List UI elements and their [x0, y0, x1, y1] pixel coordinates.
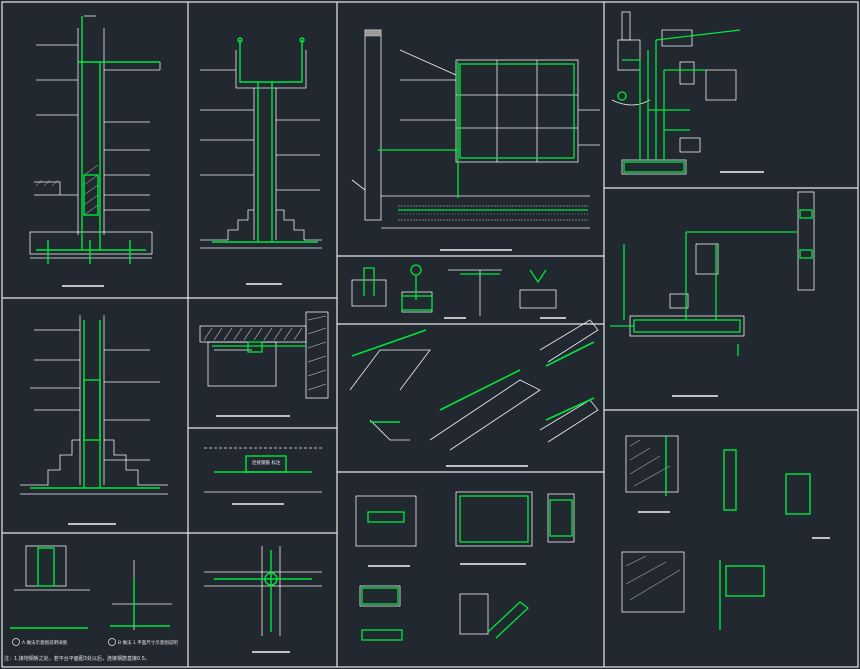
- panel-box-detail-drawings: [355, 491, 575, 641]
- panel-lightning-strip-isometric: [349, 319, 599, 467]
- panel-pipe-clamp-details: [621, 435, 830, 630]
- panel-cross-weld-detail: [204, 546, 322, 653]
- panel-equipotential-box-schematic: [610, 191, 815, 397]
- detail-b-label: B 做法 1 平面尺寸示意图说明: [118, 639, 178, 646]
- panel-strip-embed-section: 连接钢筋 标注: [204, 447, 322, 505]
- panel-parapet-downconductor-section: [200, 37, 322, 285]
- detail-a-label: A 做法示意图说明详图: [22, 639, 68, 646]
- panel-window-grounding-elevation: [351, 29, 600, 251]
- panel-small-bracket-details: [351, 264, 566, 319]
- drawing-note: 注：1.接地钢板之处，若平台平面图3处以后，连接钢筋直接0.5。: [4, 656, 150, 662]
- panel-joint-detail-ab: A 做法示意图说明详图 B 做法 1 平面尺寸示意图说明: [10, 545, 178, 646]
- green-tag-label: 连接钢筋 标注: [252, 459, 281, 466]
- panel-bathroom-equipotential: [611, 11, 764, 175]
- callout-b-icon: [108, 638, 116, 646]
- panel-column-grounding-section: [20, 315, 168, 525]
- callout-a-icon: [12, 638, 20, 646]
- panel-foundation-grounding-section: [29, 15, 161, 287]
- panel-beam-connection-detail: [199, 311, 329, 417]
